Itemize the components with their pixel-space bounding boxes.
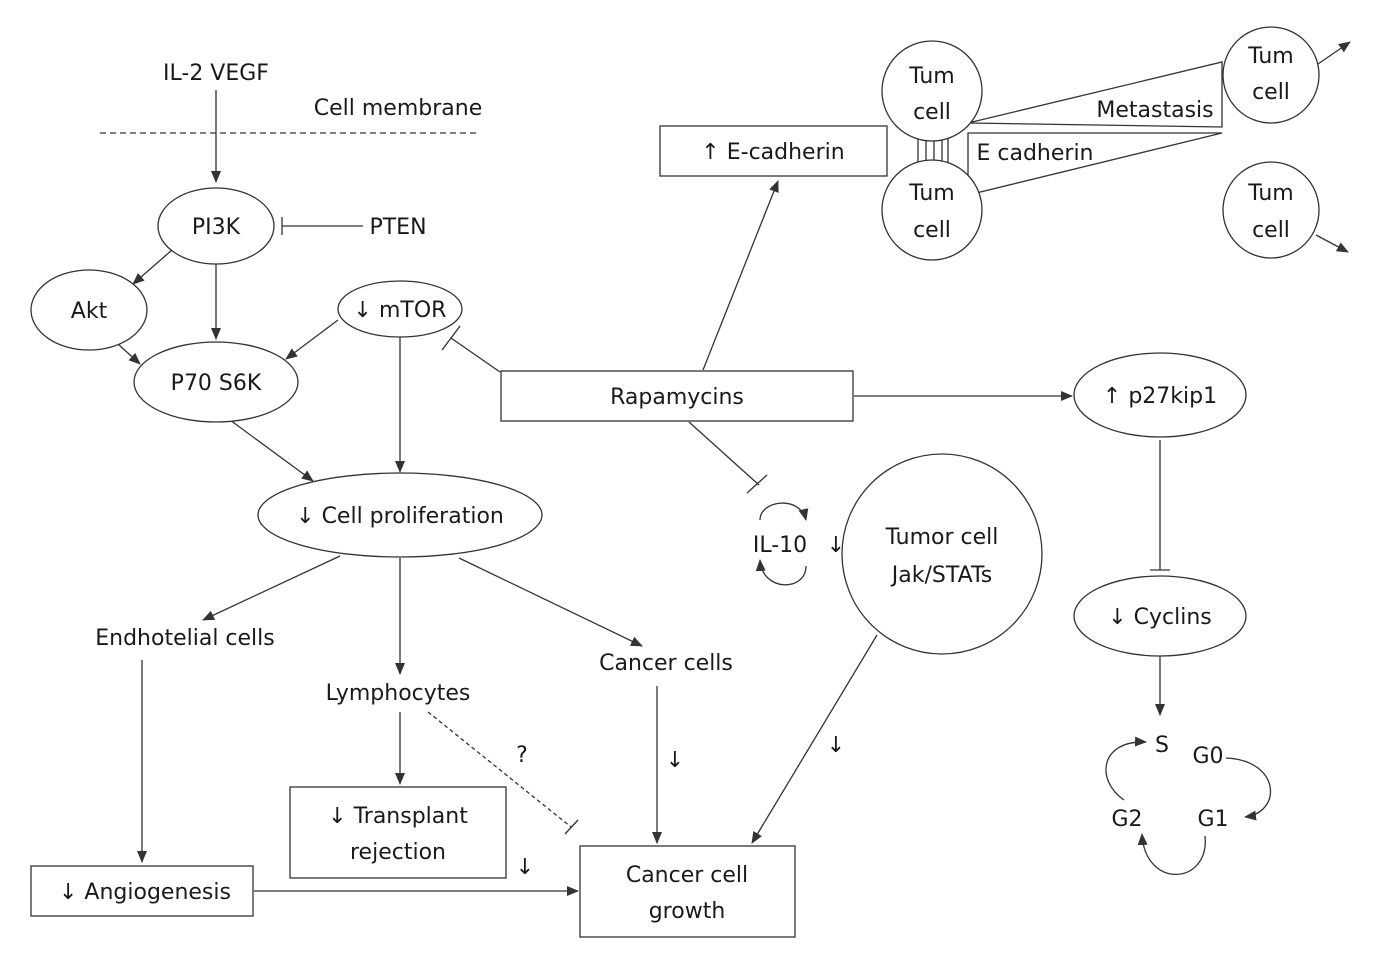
tum-cell-top-right-arrow (1317, 41, 1351, 65)
down-arrow-jak: ↓ (827, 733, 845, 758)
akt-to-p70-arrow (117, 343, 141, 365)
il10-inhibitor-bar (746, 474, 768, 494)
tum-cell-bottom-left-line2: cell (913, 218, 951, 243)
rapamycins-inhibits-il10 (688, 421, 760, 486)
cycle-g1-label: G1 (1197, 807, 1228, 832)
tum-cell-bottom-right-line2: cell (1252, 218, 1290, 243)
angiogenesis-label: ↓ Angiogenesis (59, 880, 231, 905)
akt-node: Akt (30, 269, 148, 351)
rapamycins-label: Rapamycins (610, 385, 744, 410)
pi3k-to-akt-arrow (132, 249, 173, 285)
tum-cell-top-right: Tum cell (1222, 26, 1320, 124)
down-arrow-cancer-cells: ↓ (666, 748, 684, 773)
cycle-s-label: S (1155, 733, 1169, 758)
cyclins-label: ↓ Cyclins (1108, 605, 1212, 630)
transplant-rejection-box: ↓ Transplant rejection (289, 786, 507, 879)
endothelial-cells-label: Endhotelial cells (95, 626, 275, 651)
tum-cell-bottom-right-arrow (1315, 234, 1349, 253)
e-cadherin-band: E cadherin (967, 132, 1223, 196)
down-arrow-growth-left: ↓ (516, 855, 534, 880)
e-cadherin-band-label: E cadherin (976, 141, 1093, 166)
dashed-inhibitor-bar (564, 819, 579, 835)
mtor-to-p70-arrow (285, 319, 339, 360)
pten-label: PTEN (369, 215, 426, 240)
transplant-rejection-line1: ↓ Transplant (328, 804, 468, 829)
g1-to-g2-arrow (1137, 833, 1206, 876)
tum-cell-top-left-line1: Tum (908, 64, 954, 89)
p70-to-proliferation-arrow (229, 419, 314, 482)
tumor-jak-line1: Tumor cell (885, 525, 999, 550)
e-cadherin-box: ↑ E-cadherin (659, 125, 888, 177)
cell-membrane-label: Cell membrane (314, 96, 482, 121)
il2-vegf-label: IL-2 VEGF (163, 61, 269, 86)
tum-cell-top-right-line2: cell (1252, 80, 1290, 105)
rapamycins-to-ecadherin-arrow (702, 180, 779, 371)
tum-cell-top-left-line2: cell (913, 100, 951, 125)
pi3k-label: PI3K (192, 215, 241, 240)
e-cadherin-label: ↑ E-cadherin (701, 140, 844, 165)
tumor-jak-stats-node: Tumor cell Jak/STATs (841, 453, 1043, 655)
mtor-inhibitor-bar (441, 325, 461, 351)
cell-proliferation-label: ↓ Cell proliferation (296, 504, 504, 529)
lymphocytes-to-growth-dashed (427, 711, 572, 828)
il10-label: IL-10 (753, 533, 807, 558)
prolif-to-cancer-cells-arrow (458, 557, 643, 647)
g2-to-s-arrow (1105, 736, 1147, 801)
tum-cell-top-right-line1: Tum (1247, 44, 1293, 69)
question-mark-label: ? (516, 743, 528, 768)
p70-s6k-node: P70 S6K (133, 341, 299, 423)
rapamycins-inhibits-mtor (450, 337, 501, 373)
akt-label: Akt (71, 299, 108, 324)
il10-loop-top-arrow (759, 502, 809, 521)
tum-cell-bottom-left: Tum cell (881, 159, 983, 261)
angiogenesis-box: ↓ Angiogenesis (30, 865, 254, 917)
cancer-cells-label: Cancer cells (599, 651, 733, 676)
lymphocytes-label: Lymphocytes (326, 681, 471, 706)
il10-loop-bottom-arrow (755, 559, 807, 586)
cell-proliferation-node: ↓ Cell proliferation (257, 472, 543, 558)
prolif-to-endothelial-arrow (202, 555, 341, 621)
tum-cell-bottom-right: Tum cell (1222, 161, 1320, 259)
mtor-node: ↓ mTOR (337, 280, 463, 338)
tum-cell-top-left: Tum cell (881, 40, 983, 142)
g0-to-g1-arrow (1225, 757, 1272, 821)
tum-cell-bottom-right-line1: Tum (1247, 181, 1293, 206)
cyclins-node: ↓ Cyclins (1073, 575, 1247, 657)
p27kip1-label: ↑ p27kip1 (1103, 384, 1217, 409)
cancer-cell-growth-box: Cancer cell growth (579, 845, 796, 938)
p70-s6k-label: P70 S6K (171, 371, 262, 396)
p27kip1-node: ↑ p27kip1 (1073, 352, 1247, 438)
cancer-cell-growth-line2: growth (649, 899, 726, 924)
cycle-g2-label: G2 (1111, 807, 1142, 832)
rapamycins-box: Rapamycins (500, 370, 854, 422)
metastasis-label: Metastasis (1096, 98, 1213, 123)
tumor-jak-line2: Jak/STATs (890, 563, 992, 588)
cancer-cell-growth-line1: Cancer cell (626, 863, 748, 888)
cycle-g0-label: G0 (1192, 744, 1223, 769)
pi3k-node: PI3K (157, 187, 275, 265)
mtor-label: ↓ mTOR (354, 298, 447, 323)
transplant-rejection-line2: rejection (350, 840, 446, 865)
tum-cell-bottom-left-line1: Tum (908, 181, 954, 206)
jak-to-growth-arrow (751, 634, 878, 844)
metastasis-band: Metastasis (967, 61, 1223, 128)
down-arrow-il10: ↓ (827, 533, 845, 558)
